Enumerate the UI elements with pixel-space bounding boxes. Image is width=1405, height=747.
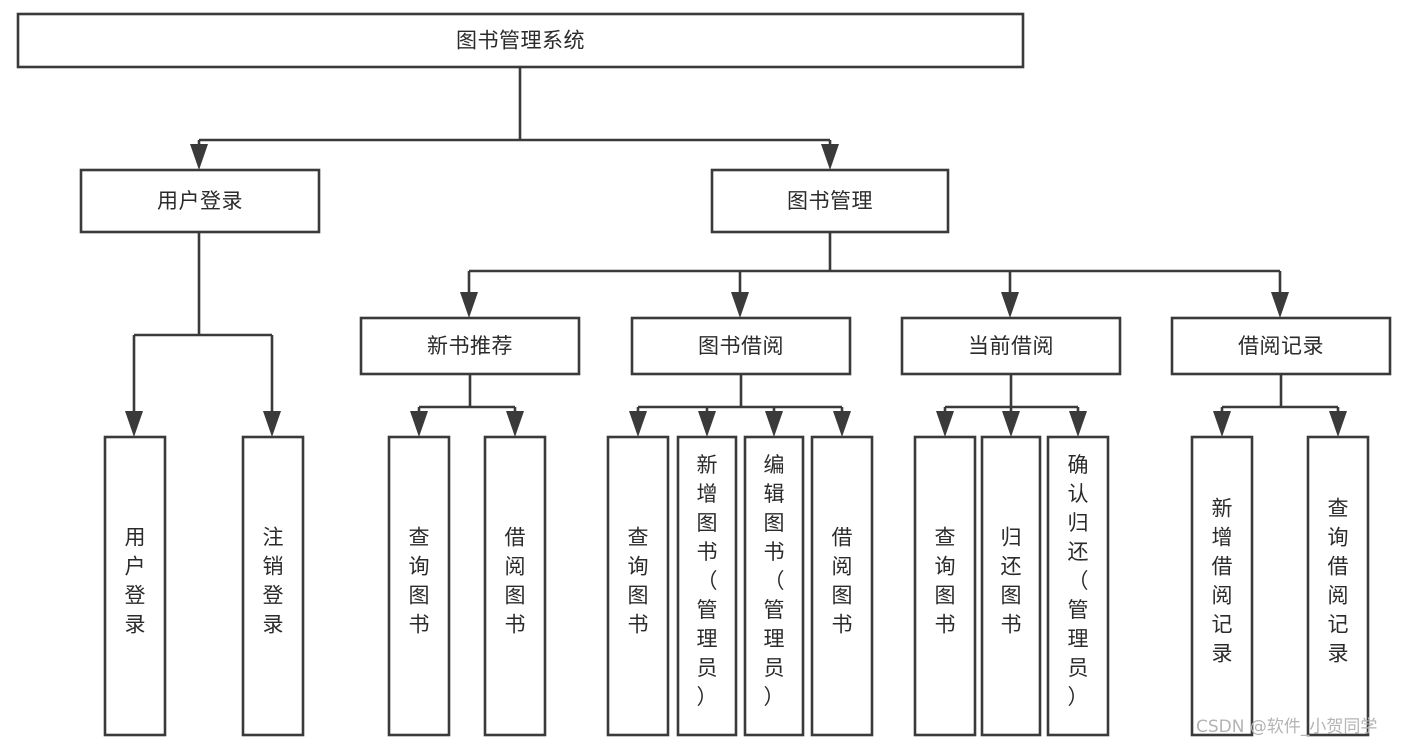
- node-book-manage-box[interactable]: [710, 168, 950, 234]
- root-fork-arrow-icon-1: [821, 144, 839, 170]
- book-borrow-fork-arrow-icon-3: [833, 411, 851, 437]
- node-book-manage-label: 图书管理: [787, 189, 873, 213]
- node-leaf-current-query-book[interactable]: 查询图书: [913, 435, 977, 737]
- node-leaf-recommend-query-book-box[interactable]: [387, 435, 451, 737]
- current-borrow-fork-arrow-icon-0: [936, 411, 954, 437]
- book-manage-fork-arrow-icon-1: [731, 292, 749, 318]
- user-login-fork-arrow-icon-0: [125, 411, 143, 437]
- node-borrow-record-box[interactable]: [1170, 316, 1392, 376]
- node-leaf-current-return-book-label: 归还图书: [1001, 526, 1022, 637]
- node-book-manage[interactable]: 图书管理: [710, 168, 950, 234]
- node-leaf-borrow-add-book-box[interactable]: [676, 435, 738, 737]
- node-leaf-record-query[interactable]: 查询借阅记录: [1306, 435, 1370, 737]
- node-leaf-borrow-add-book-label: 新增图书（管理员）: [697, 453, 718, 709]
- new-book-recommend-fork-arrow-icon-0: [410, 411, 428, 437]
- node-leaf-current-confirm-return-box[interactable]: [1046, 435, 1110, 737]
- borrow-record-fork-arrow-icon-0: [1213, 411, 1231, 437]
- node-leaf-record-query-label: 查询借阅记录: [1328, 497, 1349, 666]
- node-leaf-user-login-label: 用户登录: [125, 526, 146, 637]
- node-leaf-current-query-book-box[interactable]: [913, 435, 977, 737]
- node-borrow-record-label: 借阅记录: [1238, 334, 1324, 358]
- node-leaf-record-query-box[interactable]: [1306, 435, 1370, 737]
- node-root[interactable]: 图书管理系统: [16, 12, 1025, 69]
- node-leaf-record-add-label: 新增借阅记录: [1212, 497, 1233, 666]
- book-manage-fork-arrow-icon-2: [1001, 292, 1019, 318]
- borrow-record-fork-arrow-icon-1: [1329, 411, 1347, 437]
- node-leaf-borrow-query-book[interactable]: 查询图书: [606, 435, 670, 737]
- node-leaf-recommend-borrow-book-label: 借阅图书: [505, 526, 526, 637]
- node-leaf-current-confirm-return-label: 确认归还（管理员）: [1068, 453, 1089, 709]
- book-borrow-fork-arrow-icon-0: [629, 411, 647, 437]
- node-new-book-recommend-label: 新书推荐: [427, 334, 513, 358]
- node-leaf-recommend-query-book[interactable]: 查询图书: [387, 435, 451, 737]
- node-new-book-recommend-box[interactable]: [359, 316, 581, 376]
- node-leaf-recommend-borrow-book-box[interactable]: [483, 435, 547, 737]
- node-leaf-borrow-query-book-label: 查询图书: [628, 526, 649, 637]
- node-current-borrow[interactable]: 当前借阅: [900, 316, 1122, 376]
- node-book-borrow-box[interactable]: [630, 316, 852, 376]
- node-book-borrow[interactable]: 图书借阅: [630, 316, 852, 376]
- node-leaf-borrow-borrow-book-label: 借阅图书: [832, 526, 853, 637]
- csdn-watermark: CSDN @软件_小贺同学: [1196, 717, 1377, 737]
- node-leaf-borrow-borrow-book[interactable]: 借阅图书: [810, 435, 874, 737]
- node-leaf-user-logout-label: 注销登录: [263, 526, 284, 637]
- book-manage-fork-arrow-icon-0: [460, 292, 478, 318]
- node-leaf-borrow-add-book[interactable]: 新增图书（管理员）: [676, 435, 738, 737]
- book-manage-fork-arrow-icon-3: [1271, 292, 1289, 318]
- node-leaf-user-login-box[interactable]: [103, 435, 167, 737]
- node-leaf-recommend-borrow-book[interactable]: 借阅图书: [483, 435, 547, 737]
- nodes-layer: 图书管理系统用户登录图书管理新书推荐图书借阅当前借阅借阅记录用户登录注销登录查询…: [16, 12, 1392, 737]
- node-leaf-user-login[interactable]: 用户登录: [103, 435, 167, 737]
- node-user-login-label: 用户登录: [157, 189, 243, 213]
- node-user-login-box[interactable]: [79, 168, 321, 234]
- node-leaf-record-add-box[interactable]: [1190, 435, 1254, 737]
- node-leaf-current-confirm-return[interactable]: 确认归还（管理员）: [1046, 435, 1110, 737]
- node-leaf-borrow-edit-book[interactable]: 编辑图书（管理员）: [743, 435, 805, 737]
- book-borrow-fork-arrow-icon-1: [698, 411, 716, 437]
- node-leaf-user-logout-box[interactable]: [241, 435, 305, 737]
- node-leaf-user-logout[interactable]: 注销登录: [241, 435, 305, 737]
- node-book-borrow-label: 图书借阅: [698, 334, 784, 358]
- current-borrow-fork-arrow-icon-2: [1069, 411, 1087, 437]
- node-leaf-current-query-book-label: 查询图书: [935, 526, 956, 637]
- user-login-fork-arrow-icon-1: [263, 411, 281, 437]
- node-current-borrow-label: 当前借阅: [968, 334, 1054, 358]
- node-borrow-record[interactable]: 借阅记录: [1170, 316, 1392, 376]
- node-leaf-current-return-book[interactable]: 归还图书: [980, 435, 1042, 737]
- node-leaf-recommend-query-book-label: 查询图书: [409, 526, 430, 637]
- book-borrow-fork-arrow-icon-2: [765, 411, 783, 437]
- node-leaf-borrow-edit-book-label: 编辑图书（管理员）: [764, 453, 785, 709]
- node-root-box[interactable]: [16, 12, 1025, 69]
- node-user-login[interactable]: 用户登录: [79, 168, 321, 234]
- node-leaf-current-return-book-box[interactable]: [980, 435, 1042, 737]
- node-leaf-borrow-borrow-book-box[interactable]: [810, 435, 874, 737]
- node-leaf-record-add[interactable]: 新增借阅记录: [1190, 435, 1254, 737]
- root-fork-arrow-icon-0: [190, 144, 208, 170]
- node-new-book-recommend[interactable]: 新书推荐: [359, 316, 581, 376]
- node-root-label: 图书管理系统: [456, 29, 585, 53]
- node-current-borrow-box[interactable]: [900, 316, 1122, 376]
- connectors-layer: [125, 67, 1347, 437]
- node-leaf-borrow-query-book-box[interactable]: [606, 435, 670, 737]
- current-borrow-fork-arrow-icon-1: [1002, 411, 1020, 437]
- new-book-recommend-fork-arrow-icon-1: [506, 411, 524, 437]
- node-leaf-borrow-edit-book-box[interactable]: [743, 435, 805, 737]
